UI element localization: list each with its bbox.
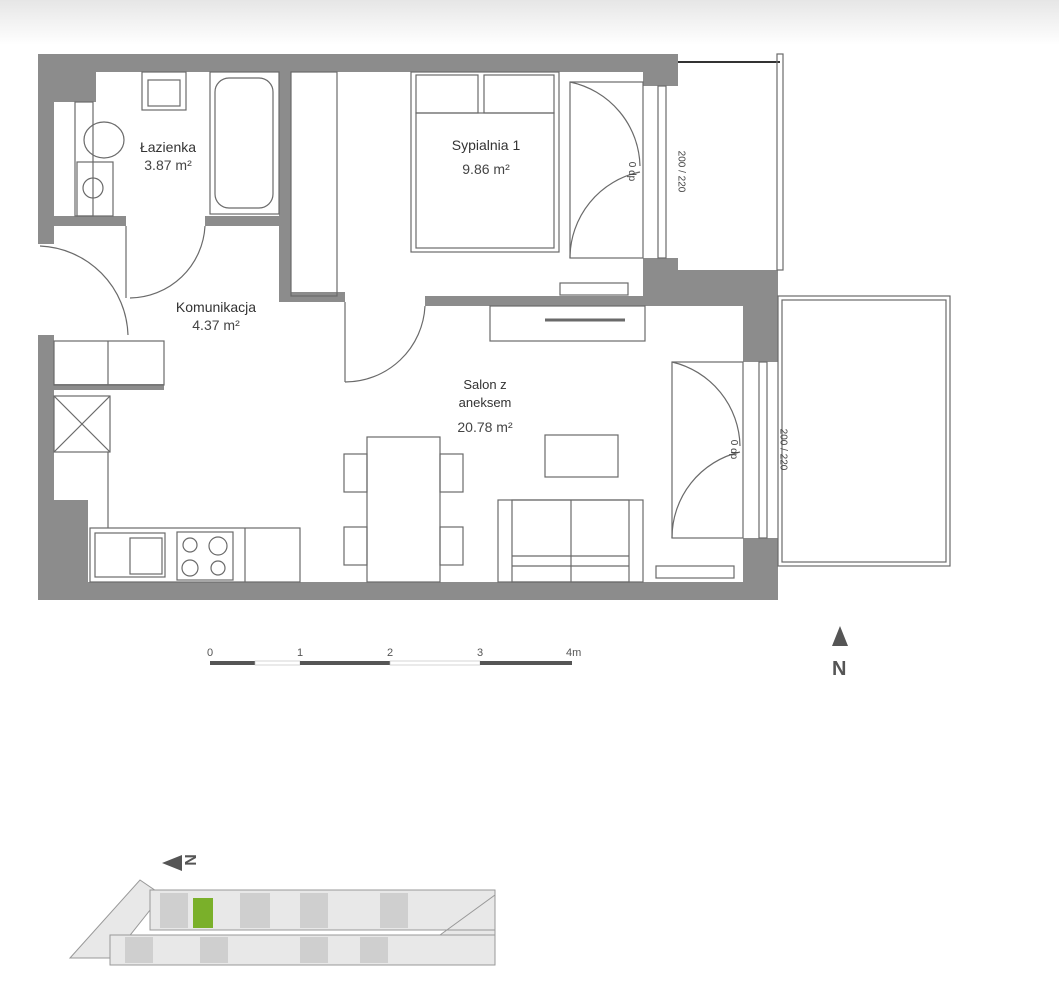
scale-bar-graphic [210,660,572,666]
room-label-sypialnia: Sypialnia 1 9.86 m² [436,136,536,178]
room-name-line2: aneksem [458,395,512,410]
room-name: Sypialnia 1 [451,137,521,153]
scale-tick: 2 [387,647,394,659]
sill-height-label: 0 dp [626,161,638,182]
room-name: Łazienka [139,139,197,155]
room-label-komunikacja: Komunikacja 4.37 m² [156,298,276,334]
scale-tick: 0 [207,647,214,659]
room-name-line1: Salon z [463,377,507,392]
scale-tick: 4m [566,647,582,659]
walls [38,54,778,600]
room-area: 9.86 m² [462,161,510,177]
scale-tick: 1 [297,647,304,659]
room-label-salon: Salon z aneksem 20.78 m² [430,376,540,436]
window-dimension-label: 200 / 220 [777,428,789,471]
key-plan-north-label: N [182,854,200,866]
key-plan-unit-highlight [193,898,213,928]
sill-height-label: 0 dp [728,439,740,460]
fixtures [39,53,951,583]
room-area: 3.87 m² [144,157,192,173]
room-label-lazienka: Łazienka 3.87 m² [118,138,218,174]
scale-tick: 3 [477,647,484,659]
north-arrow-icon [832,626,848,646]
room-area: 4.37 m² [192,317,240,333]
room-name: Komunikacja [175,299,257,315]
room-area: 20.78 m² [457,419,513,435]
north-label: N [832,658,847,680]
top-fade [0,0,1059,45]
key-plan-north-arrow-icon [162,855,182,871]
window-dimension-label: 200 / 220 [675,150,687,193]
